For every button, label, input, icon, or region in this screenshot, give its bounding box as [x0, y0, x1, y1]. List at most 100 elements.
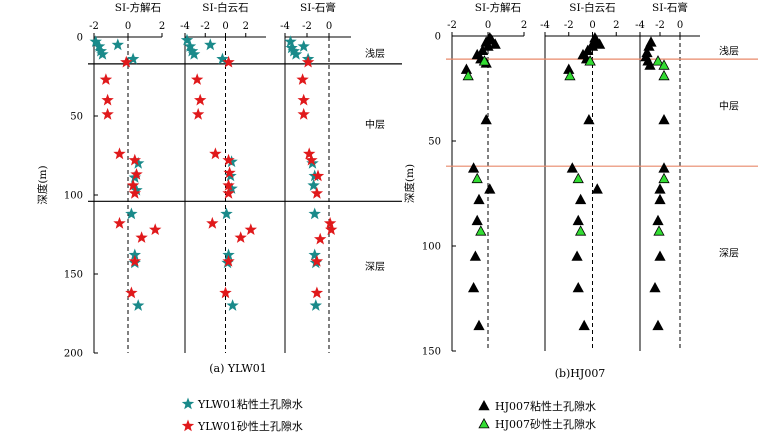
data-point: [125, 207, 138, 220]
x-tick-label: -2: [89, 21, 99, 32]
data-point: [473, 193, 485, 205]
data-point: [130, 168, 143, 180]
x-tick-label: 0: [222, 21, 228, 32]
data-point: [222, 55, 235, 68]
data-point: [219, 286, 232, 299]
data-point: [216, 52, 229, 65]
data-point: [301, 55, 315, 68]
data-point: [462, 69, 474, 81]
data-point: [149, 223, 162, 235]
data-point: [305, 153, 318, 166]
legend-marker: [181, 397, 195, 410]
caption-ylw01: (a) YLW01: [209, 362, 267, 375]
data-point: [478, 55, 491, 66]
x-tick-label: -2: [564, 20, 574, 31]
data-point: [225, 155, 238, 168]
x-tick-label: -2: [200, 21, 210, 32]
data-point: [111, 38, 124, 51]
data-point: [191, 73, 204, 85]
data-point: [653, 225, 665, 236]
data-point: [310, 286, 324, 299]
y-axis-label: 深度(m): [403, 164, 416, 203]
data-point: [311, 169, 325, 182]
caption-hj007: (b)HJ007: [555, 367, 606, 380]
data-point: [234, 231, 247, 243]
y-tick-label: 100: [422, 242, 441, 253]
x-tick-label: 0: [485, 20, 491, 31]
data-point: [126, 52, 140, 65]
data-point: [469, 250, 482, 261]
data-point: [310, 186, 324, 199]
data-point: [89, 35, 102, 47]
layer-label: 浅层: [365, 47, 385, 60]
legend-label-ylw01-clay: YLW01粘性土孔隙水: [197, 397, 303, 411]
series-hj007-calcite-0: [460, 32, 501, 331]
series-ylw01-calcite-1: [99, 55, 162, 299]
data-point: [92, 40, 106, 52]
x-tick-label: -2: [447, 20, 457, 31]
x-tick-label: -4: [540, 20, 550, 31]
legend-label-hj007-sand: HJ007砂性土孔隙水: [495, 417, 596, 431]
data-point: [652, 55, 664, 66]
x-tick-label: 2: [521, 20, 527, 31]
data-point: [575, 193, 587, 205]
data-point: [113, 216, 126, 229]
data-point: [128, 153, 141, 166]
data-point: [120, 55, 133, 68]
y-tick-label: 200: [64, 349, 83, 360]
subplot-title: SI-方解石: [475, 1, 521, 14]
y-tick-label: 0: [77, 33, 83, 44]
layer-label: 中层: [365, 118, 385, 131]
data-point: [476, 44, 489, 55]
data-point: [564, 69, 576, 81]
layer-label: 深层: [719, 247, 739, 259]
data-point: [209, 147, 222, 160]
y-tick-label: 0: [435, 32, 441, 43]
data-point: [223, 166, 236, 179]
data-point: [654, 250, 666, 261]
data-point: [132, 156, 145, 169]
data-point: [467, 162, 480, 173]
x-tick-label: -2: [302, 21, 312, 32]
data-point: [658, 113, 670, 125]
data-point: [204, 38, 217, 51]
data-point: [572, 214, 584, 226]
x-tick-label: -4: [280, 21, 290, 32]
data-point: [473, 319, 485, 331]
y-tick-label: 150: [422, 347, 441, 358]
data-point: [94, 44, 107, 57]
data-point: [314, 232, 327, 245]
data-point: [101, 93, 114, 106]
data-point: [471, 172, 483, 184]
x-tick-label: 0: [589, 20, 595, 31]
data-point: [297, 40, 310, 52]
data-point: [128, 186, 141, 199]
data-point: [325, 223, 338, 235]
data-point: [125, 286, 138, 299]
subplot-title: SI-白云石: [569, 1, 615, 14]
data-point: [244, 223, 257, 235]
y-tick-label: 50: [70, 112, 83, 123]
data-point: [471, 214, 483, 226]
data-point: [222, 248, 235, 261]
y-axis-label: 深度(m): [36, 165, 49, 204]
data-point: [584, 55, 596, 66]
x-tick-label: -2: [655, 20, 665, 31]
x-tick-label: 0: [326, 21, 332, 32]
x-tick-label: 2: [159, 21, 165, 32]
x-tick-label: 0: [677, 20, 683, 31]
data-point: [285, 41, 298, 54]
x-tick-label: 2: [613, 20, 619, 31]
data-point: [297, 107, 310, 120]
data-point: [484, 183, 496, 194]
data-point: [287, 44, 300, 57]
data-point: [644, 59, 656, 70]
data-point: [113, 147, 126, 160]
data-point: [96, 47, 109, 60]
data-point: [658, 172, 670, 184]
data-point: [594, 38, 606, 49]
data-point: [572, 281, 584, 293]
data-point: [582, 44, 594, 55]
